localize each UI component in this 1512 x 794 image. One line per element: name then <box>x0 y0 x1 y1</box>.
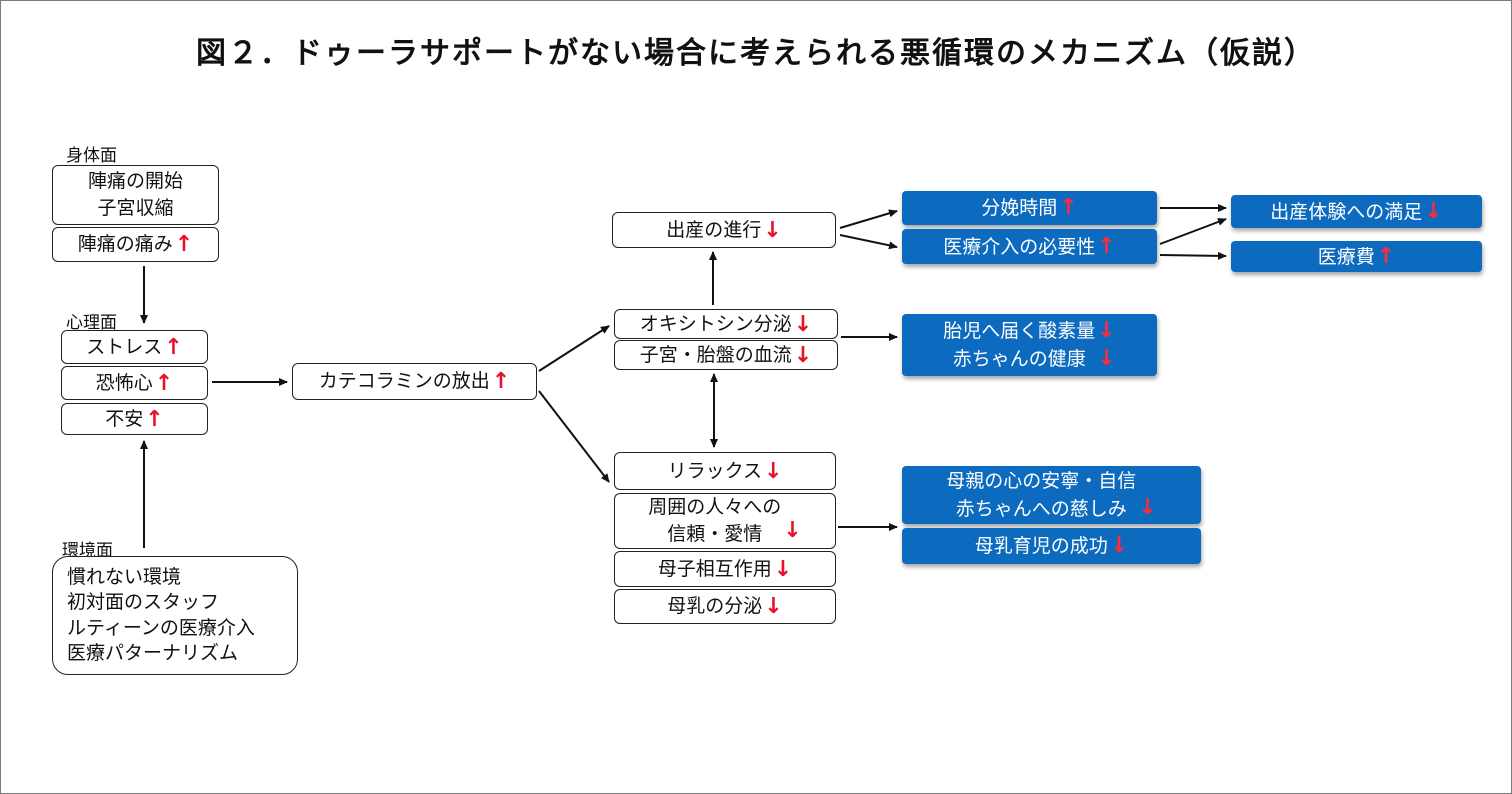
box-lactation: 母乳の分泌↓ <box>614 589 836 624</box>
up-arrow-icon: ↑ <box>491 369 511 394</box>
down-arrow-icon: ↓ <box>793 311 813 337</box>
box-catecholamine: カテコラミンの放出↑ <box>292 363 537 400</box>
box-anxiety-text: 不安 <box>105 407 144 430</box>
result-medical-intervention-text: 医療介入の必要性 <box>943 235 1096 258</box>
up-arrow-icon: ↑ <box>145 406 164 432</box>
box-oxytocin-text: オキシトシン分泌 <box>639 312 792 335</box>
result-maternal-peace-text: 母親の心の安寧・自信 赤ちゃんへの慈しみ <box>946 470 1137 520</box>
up-arrow-icon: ↑ <box>154 370 174 396</box>
box-labor-onset: 陣痛の開始 子宮収縮 <box>52 165 219 225</box>
arrow-intervention-to-cost <box>1159 251 1227 260</box>
box-fear-text: 恐怖心 <box>95 371 153 394</box>
box-trust: 周囲の人々への 信頼・愛情↓ <box>614 493 836 549</box>
box-mother-infant-interaction-text: 母子相互作用 <box>657 557 772 580</box>
box-stress-text: ストレス <box>86 335 163 358</box>
arrow-intervention-to-satisfaction <box>1159 218 1227 245</box>
box-stress: ストレス↑ <box>61 330 208 364</box>
result-delivery-time: 分娩時間↑ <box>902 191 1157 225</box>
up-arrow-icon: ↑ <box>1376 243 1396 269</box>
result-birth-satisfaction-text: 出産体験への満足 <box>1270 200 1423 223</box>
result-fetal-oxygen: 胎児へ届く酸素量 赤ちゃんの健康 ↓ ↓ <box>902 314 1157 376</box>
result-breastfeeding-success: 母乳育児の成功↓ <box>902 528 1201 564</box>
result-medical-intervention: 医療介入の必要性↑ <box>902 229 1157 264</box>
down-arrow-icon: ↓ <box>773 556 793 582</box>
down-arrow-icon: ↓ <box>1109 533 1129 558</box>
arrow-progress-to-intervention <box>839 234 898 250</box>
result-birth-satisfaction: 出産体験への満足↓ <box>1231 195 1482 228</box>
box-environment-factors-text: 慣れない環境 初対面のスタッフ ルティーンの医療介入 医療パターナリズム <box>67 565 255 665</box>
box-labor-pain: 陣痛の痛み↑ <box>52 227 219 262</box>
down-arrow-icon: ↓ <box>764 594 783 619</box>
arrow-catecholamine-to-relax <box>538 390 610 483</box>
box-oxytocin: オキシトシン分泌↓ <box>614 309 838 339</box>
result-maternal-peace: 母親の心の安寧・自信 赤ちゃんへの慈しみ↓ <box>902 466 1201 524</box>
box-labor-pain-text: 陣痛の痛み <box>77 233 173 255</box>
arrow-catecholamine-to-oxytocin <box>538 325 610 372</box>
down-arrow-icon: ↓ <box>1097 318 1116 343</box>
down-arrow-icon: ↓ <box>763 217 782 243</box>
up-arrow-icon: ↑ <box>1097 233 1116 259</box>
box-relax: リラックス↓ <box>614 452 836 490</box>
down-arrow-icon: ↓ <box>764 458 783 484</box>
up-arrow-icon: ↑ <box>1059 195 1078 220</box>
figure-title: 図２．ドゥーラサポートがない場合に考えられる悪循環のメカニズム（仮説） <box>196 36 1316 71</box>
box-mother-infant-interaction: 母子相互作用↓ <box>614 551 836 587</box>
arrow-progress-to-delivery-time <box>839 209 898 229</box>
box-anxiety: 不安↑ <box>61 403 208 435</box>
down-arrow-icon: ↓ <box>783 518 802 543</box>
box-uterine-blood-flow-text: 子宮・胎盤の血流 <box>639 343 792 366</box>
result-medical-cost-text: 医療費 <box>1317 245 1375 268</box>
result-delivery-time-text: 分娩時間 <box>981 197 1058 219</box>
box-lactation-text: 母乳の分泌 <box>667 595 763 617</box>
down-arrow-icon: ↓ <box>1138 495 1157 520</box>
result-fetal-oxygen-text: 胎児へ届く酸素量 赤ちゃんの健康 <box>943 320 1096 370</box>
box-labor-progress: 出産の進行↓ <box>612 212 836 248</box>
result-medical-cost: 医療費↑ <box>1231 241 1482 272</box>
result-breastfeeding-success-text: 母乳育児の成功 <box>974 535 1108 557</box>
box-trust-text: 周囲の人々への 信頼・愛情 <box>648 496 782 545</box>
box-labor-progress-text: 出産の進行 <box>666 218 762 241</box>
up-arrow-icon: ↑ <box>174 232 194 257</box>
box-environment-factors: 慣れない環境 初対面のスタッフ ルティーンの医療介入 医療パターナリズム <box>52 556 298 675</box>
down-arrow-icon: ↓ <box>1424 198 1443 224</box>
box-relax-text: リラックス <box>667 459 762 482</box>
up-arrow-icon: ↑ <box>164 334 183 360</box>
section-label-mind: 心理面 <box>66 313 117 333</box>
down-arrow-icon: ↓ <box>1097 346 1116 371</box>
box-uterine-blood-flow: 子宮・胎盤の血流↓ <box>614 340 838 370</box>
result-fetal-oxygen-indicators: ↓ ↓ <box>1095 317 1115 373</box>
box-catecholamine-text: カテコラミンの放出 <box>318 370 490 392</box>
down-arrow-icon: ↓ <box>793 342 813 368</box>
section-label-body: 身体面 <box>66 146 117 166</box>
box-fear: 恐怖心↑ <box>61 366 208 400</box>
box-labor-onset-text: 陣痛の開始 子宮収縮 <box>87 170 183 219</box>
